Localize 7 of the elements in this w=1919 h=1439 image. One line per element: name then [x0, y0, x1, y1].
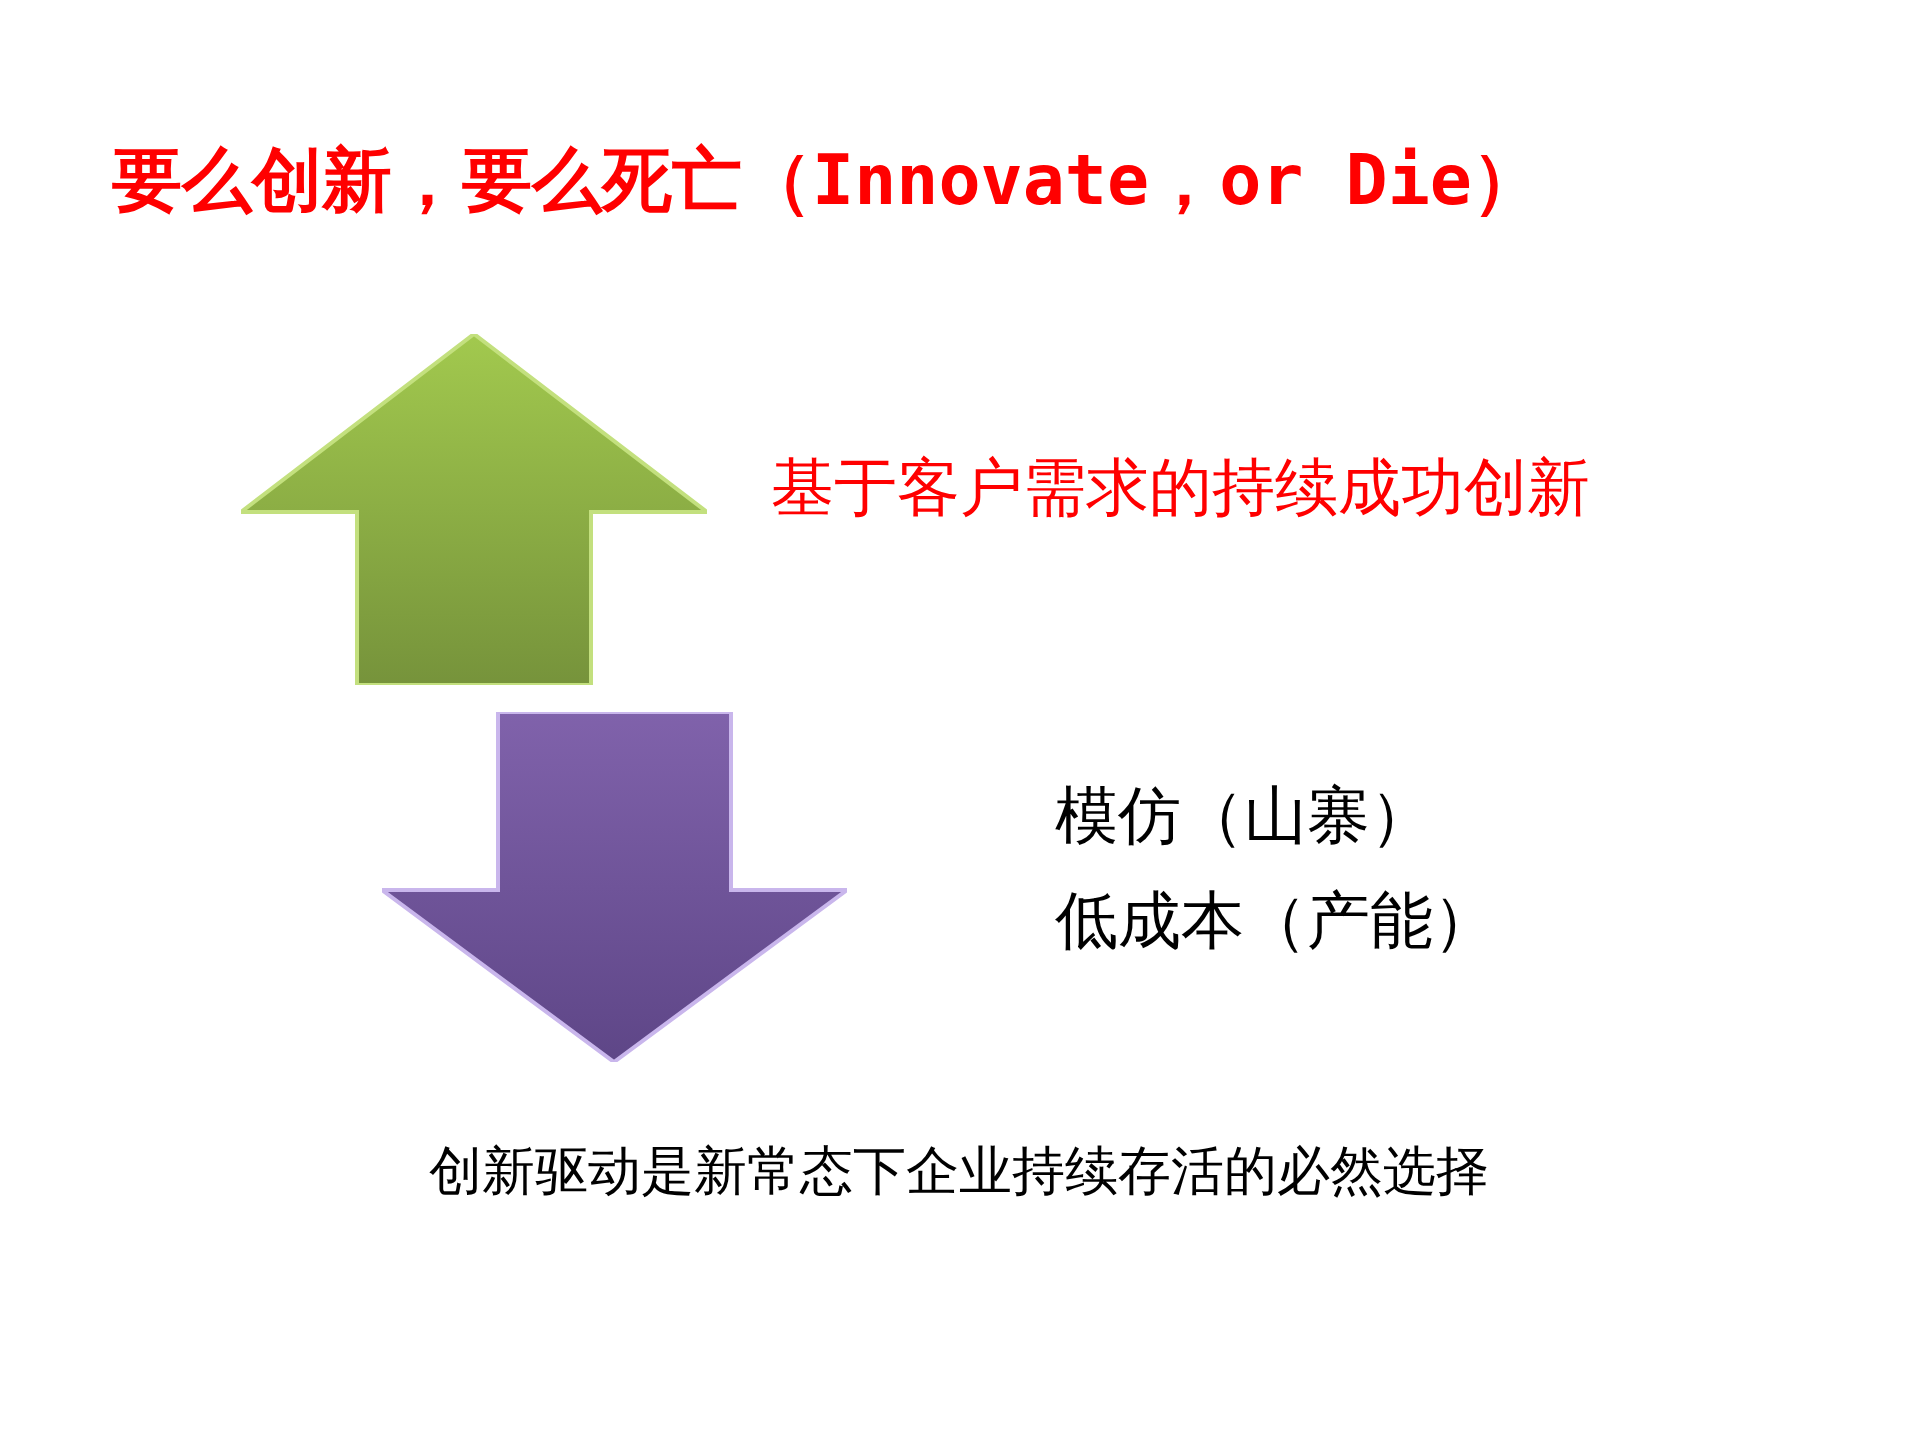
arrow-label: 基于客户需求的持续成功创新: [771, 452, 1590, 525]
up-arrow: [241, 334, 707, 685]
down-arrow: [382, 712, 847, 1062]
title: 要么创新，要么死亡（Innovate，or Die）: [112, 140, 1542, 221]
arrow-label: 模仿（山寨）: [1055, 780, 1433, 853]
caption: 创新驱动是新常态下企业持续存活的必然选择: [429, 1141, 1489, 1202]
arrow-label: 低成本（产能）: [1055, 885, 1496, 958]
